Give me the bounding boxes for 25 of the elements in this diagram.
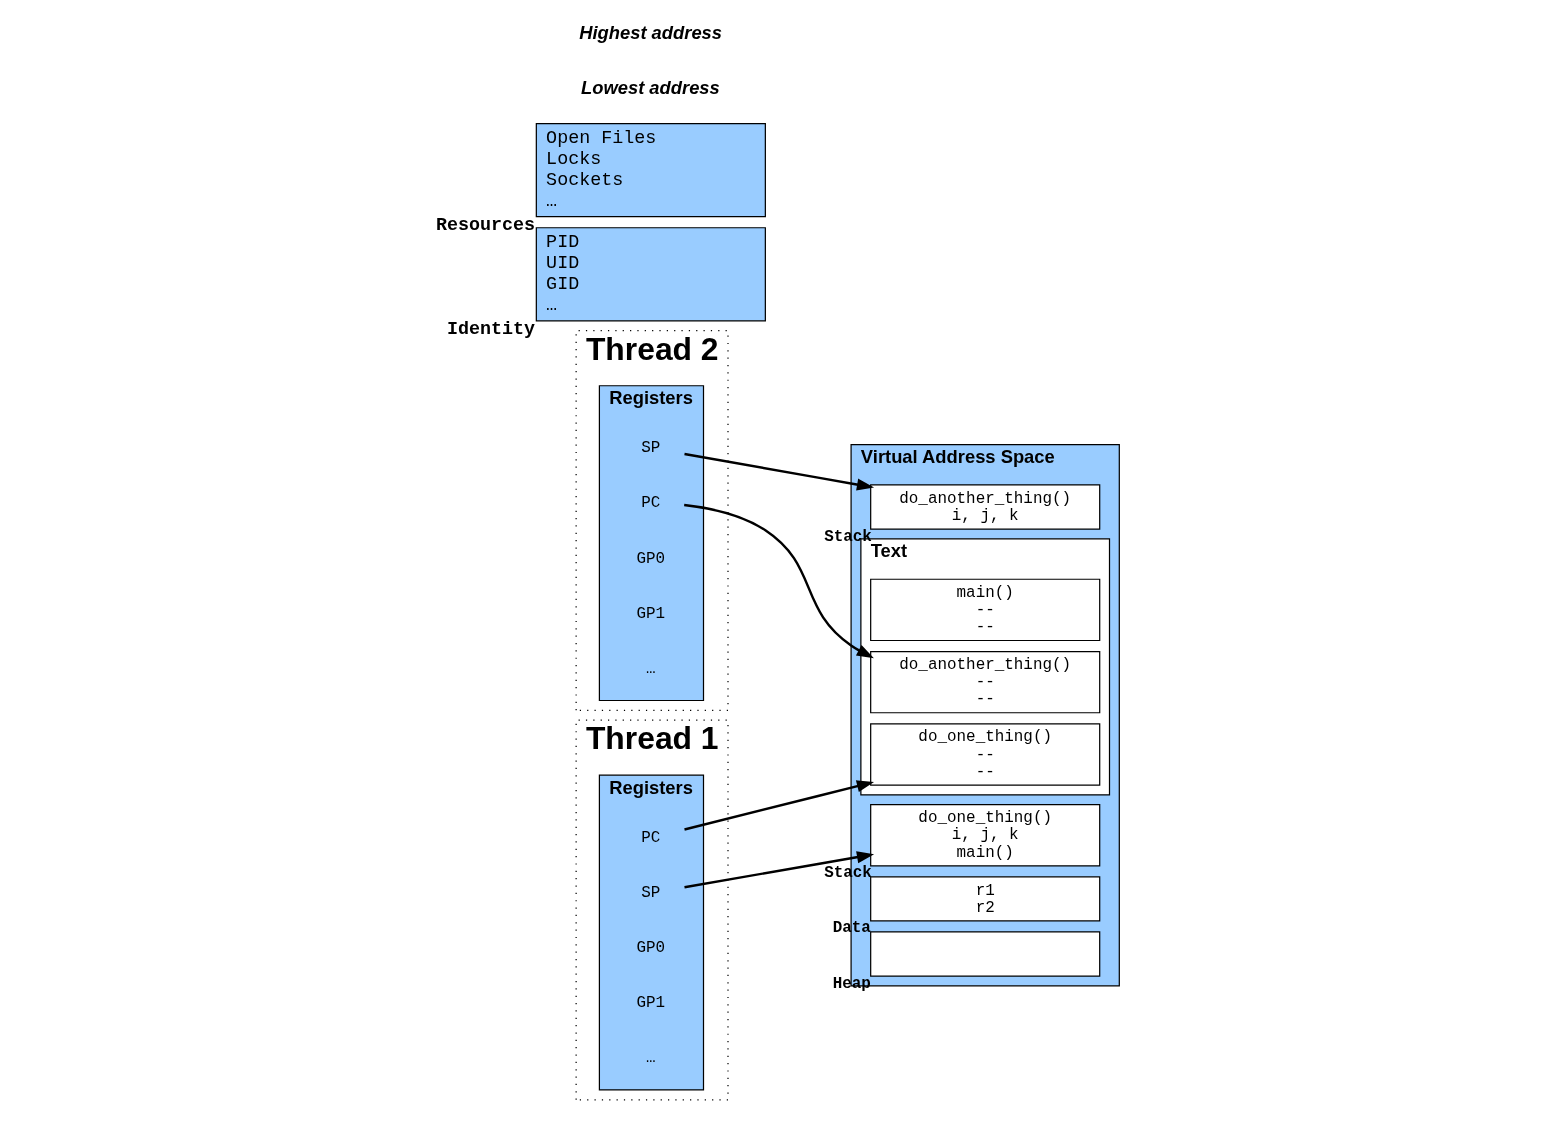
label: Highest address xyxy=(578,21,722,43)
node-box: main() -- -- xyxy=(869,578,1100,642)
node-text: GP0 xyxy=(636,549,665,568)
node-label: Identity xyxy=(446,319,535,341)
node-text: GP1 xyxy=(636,604,665,623)
label: Lowest address xyxy=(580,76,720,98)
node-box: do_one_thing() i, j, k main() xyxy=(869,804,1100,867)
node-text: PC xyxy=(640,494,660,513)
node-label: Resources xyxy=(435,215,535,237)
node-box: do_another_thing() i, j, k xyxy=(869,484,1100,530)
node-text: SP xyxy=(640,439,660,458)
node-label: Heap xyxy=(832,974,871,993)
node-box: Open Files Locks Sockets … xyxy=(535,123,766,218)
node-label: Text xyxy=(870,540,907,562)
node-text: PC xyxy=(640,828,660,847)
node-text: … xyxy=(645,1049,656,1068)
node-box xyxy=(869,931,1100,977)
node-box: PID UID GID … xyxy=(535,227,766,322)
node-box: do_one_thing() -- -- xyxy=(869,723,1100,786)
node-box: r1 r2 xyxy=(869,876,1100,922)
node-text: … xyxy=(645,659,656,678)
node-text: GP1 xyxy=(636,994,665,1013)
node-text: SP xyxy=(640,883,660,902)
node-text: GP0 xyxy=(636,939,665,958)
node-box: do_another_thing() -- -- xyxy=(869,650,1100,714)
